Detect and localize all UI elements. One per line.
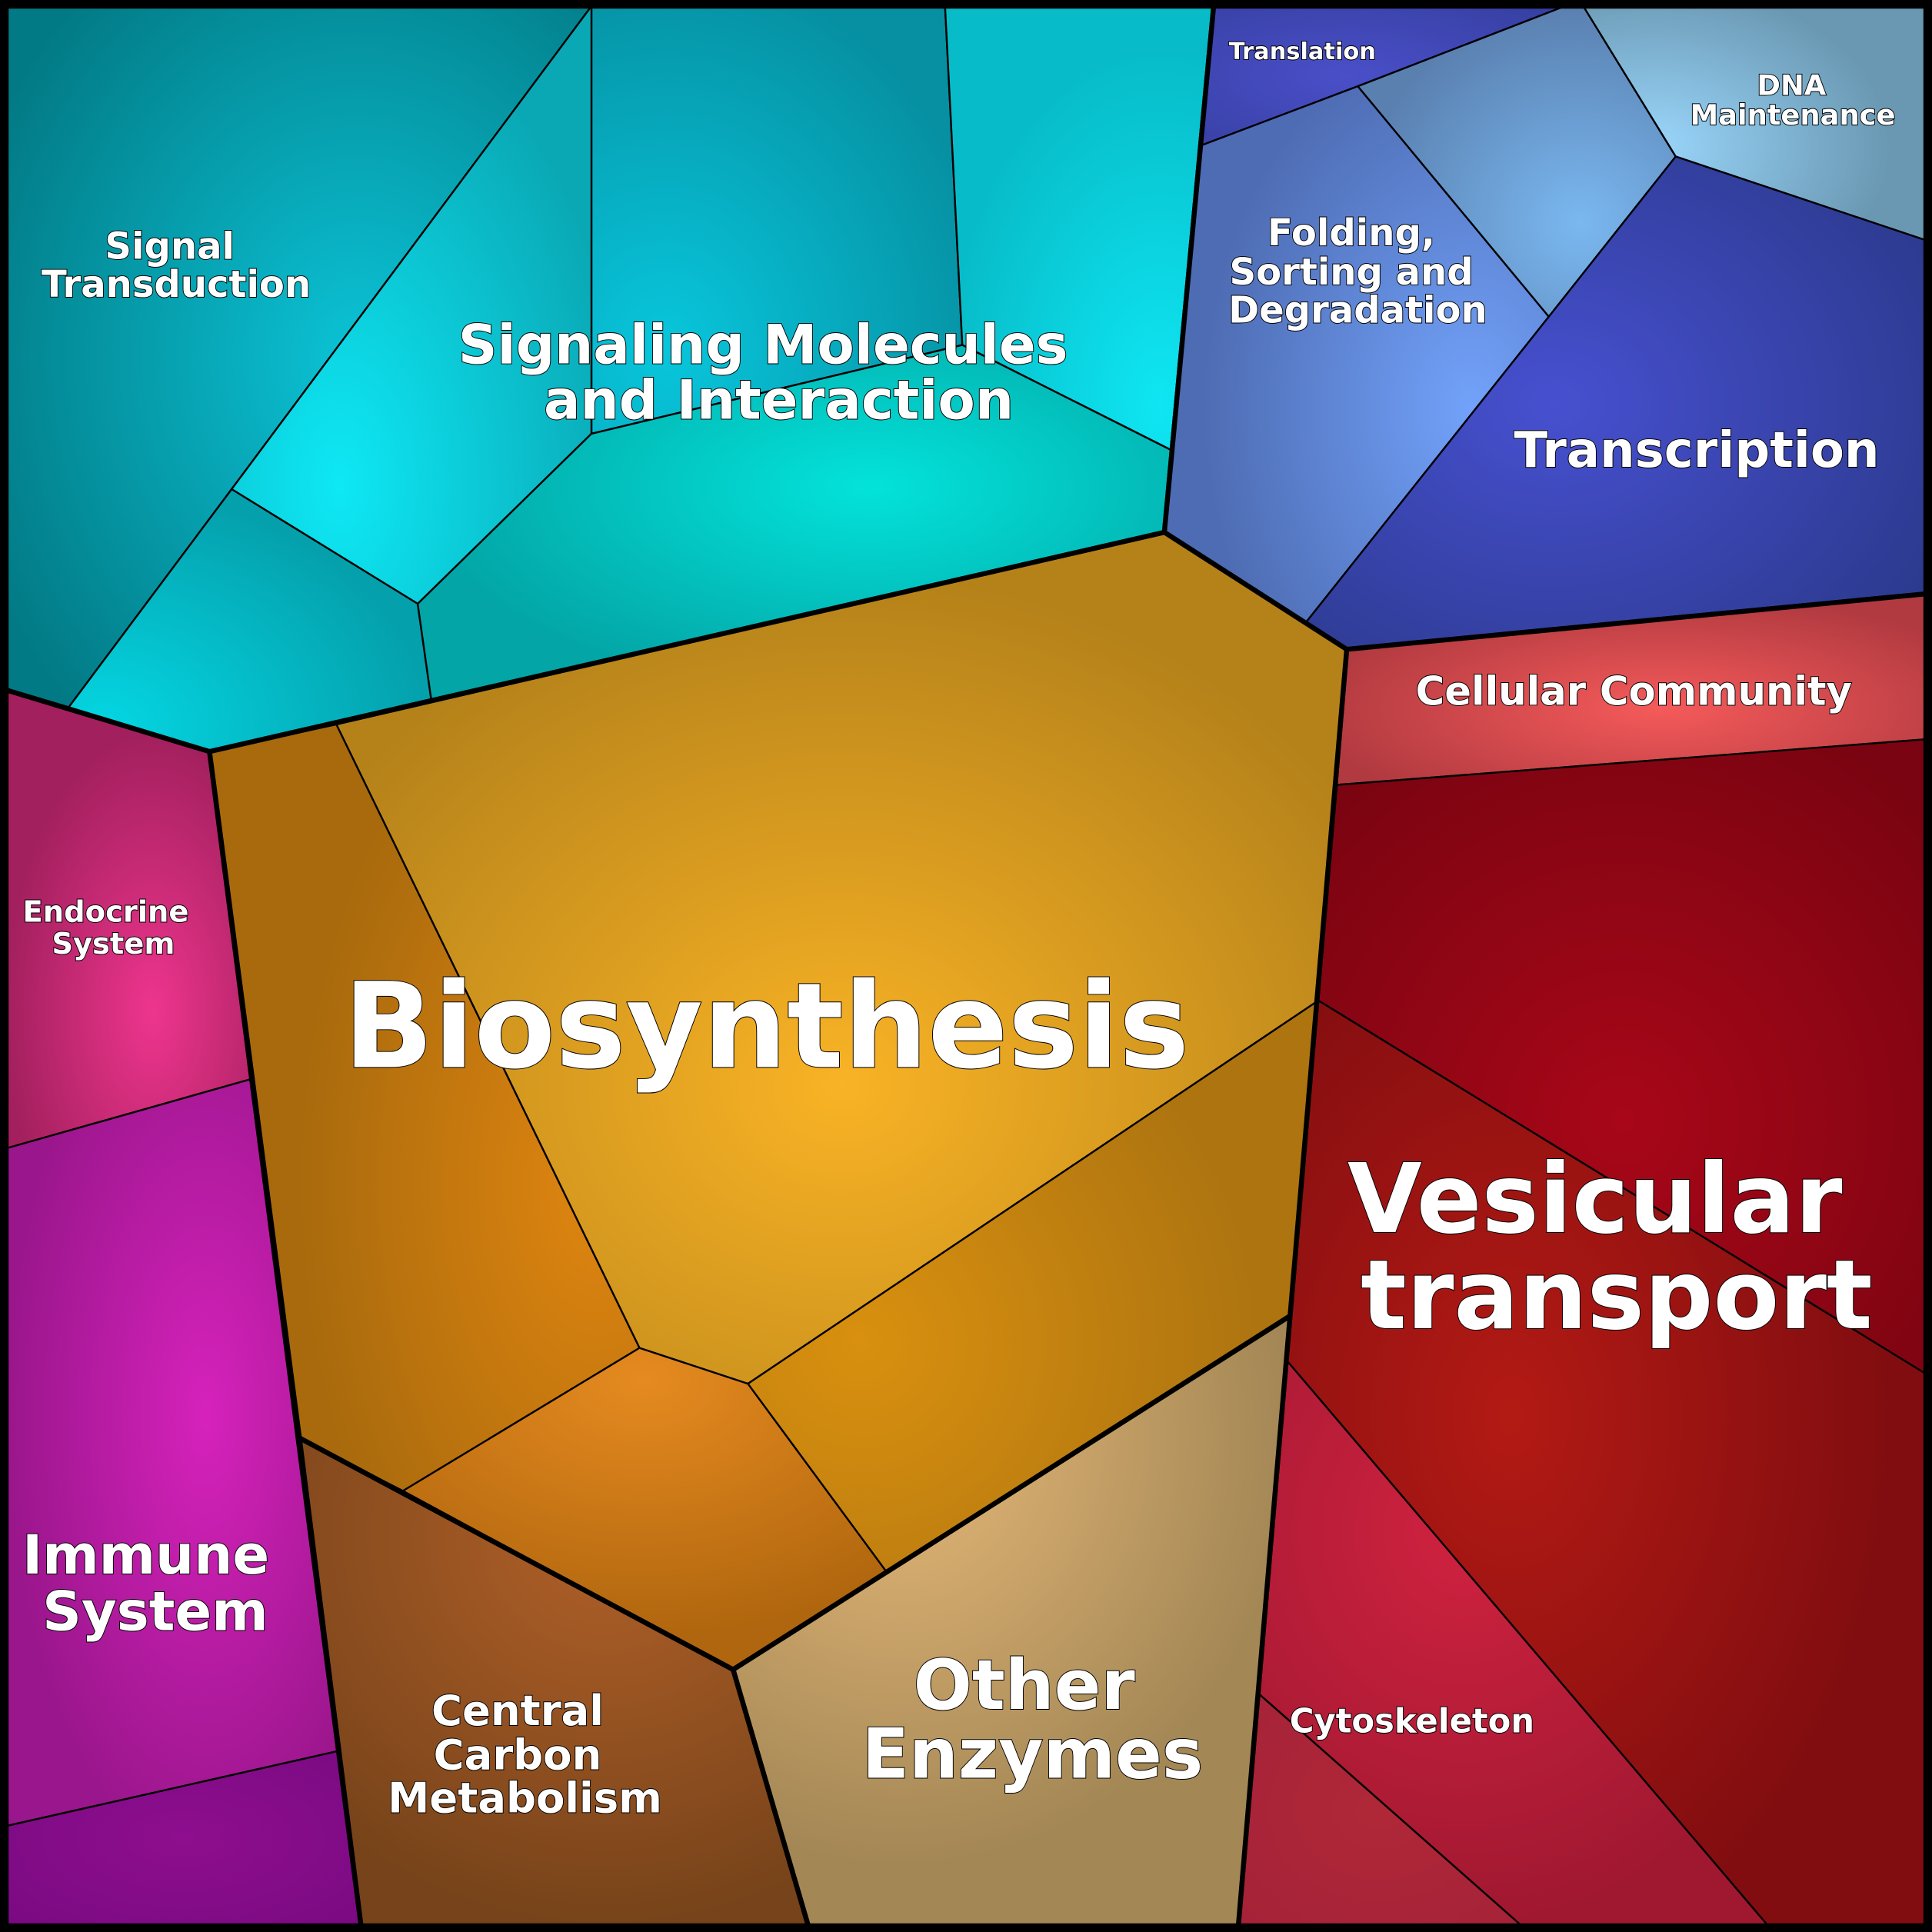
label-immune-system: Immune System — [22, 1524, 288, 1644]
label-signaling-molecules: Signaling Molecules and Interaction — [458, 314, 1087, 432]
label-folding: Folding, Sorting and Degradation — [1228, 212, 1487, 332]
group-genetic-information — [1161, 3, 1929, 652]
label-biosynthesis: Biosynthesis — [344, 958, 1190, 1095]
group-organismal-systems — [3, 687, 364, 1929]
group-cellular-processes — [1235, 591, 1929, 1929]
label-endocrine-system: Endocrine System — [23, 894, 199, 961]
label-transcription: Transcription — [1514, 422, 1880, 479]
label-central-carbon-metabolism: Central Carbon Metabolism — [388, 1686, 662, 1823]
group-signaling — [3, 3, 1217, 754]
label-other-enzymes: Other Enzymes — [862, 1646, 1204, 1795]
group-biosynthesis — [207, 529, 1350, 1929]
label-cytoskeleton: Cytoskeleton — [1290, 1702, 1534, 1740]
label-signal-transduction: Signal Transduction — [42, 225, 311, 306]
label-cellular-community: Cellular Community — [1416, 668, 1852, 715]
label-vesicular-transport: Vesicular transport — [1347, 1144, 1876, 1351]
label-translation: Translation — [1229, 38, 1376, 65]
label-dna-maintenance: DNA Maintenance — [1690, 68, 1895, 131]
